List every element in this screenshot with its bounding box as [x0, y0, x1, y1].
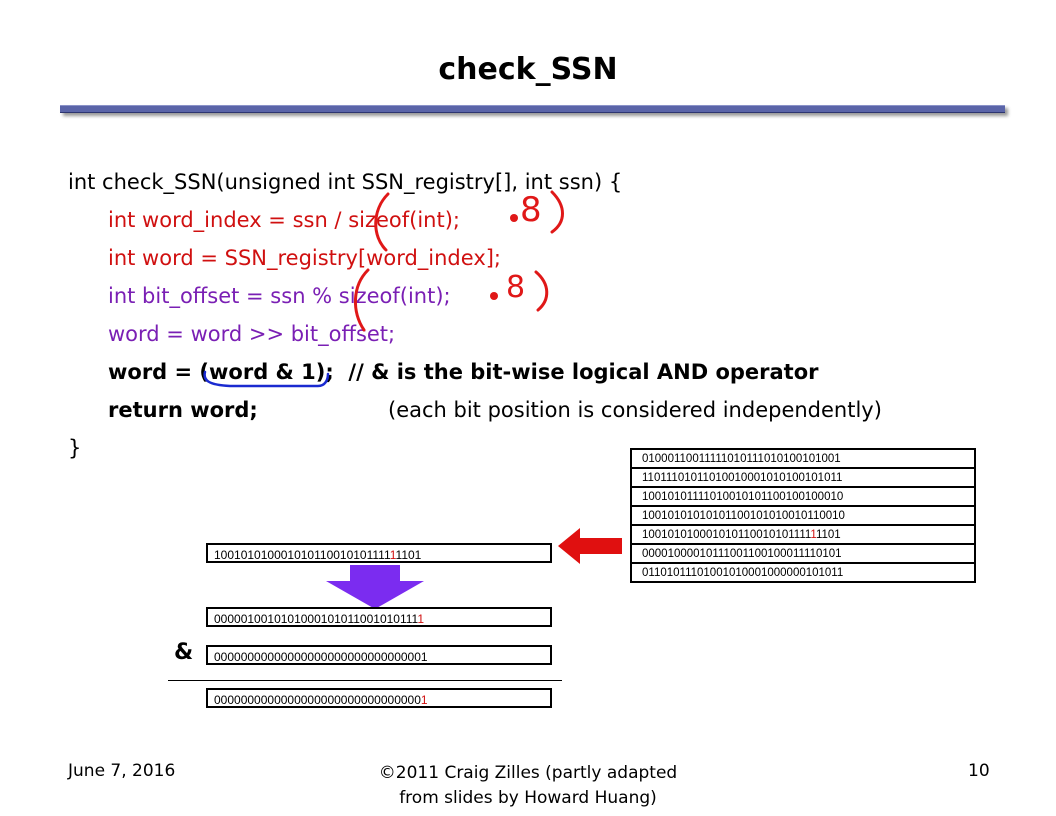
pen-paren-close-1: [550, 190, 564, 234]
pen-eight-2: 8: [506, 270, 526, 305]
bits-prefix: 100101010001010110010101111: [214, 548, 390, 562]
word-bits: 10010101000101011001010111111101: [206, 543, 552, 563]
pen-paren-open-1: [374, 192, 390, 252]
and-operator-symbol: &: [174, 640, 194, 665]
code-line-shift: word = word >> bit_offset;: [108, 322, 396, 346]
registry-row: 01000110011111010111010100101001: [630, 448, 976, 469]
highlighted-bit: 1: [420, 693, 428, 707]
ssn-registry-table: 01000110011111010111010100101001 1101110…: [630, 448, 976, 583]
footer-credit-line2: from slides by Howard Huang): [399, 788, 657, 808]
registry-row: 10010101111010010101100100100010: [630, 486, 976, 507]
registry-cell: 00001000010111001100100011110101: [630, 543, 976, 564]
mask-bits: 00000000000000000000000000000001: [206, 645, 552, 665]
shifted-word-bits: 00000100101010001010110010101111: [206, 607, 552, 627]
code-line-return: return word;: [108, 398, 258, 422]
registry-row: 11011101011010010001010100101011: [630, 467, 976, 488]
registry-cell: 01000110011111010111010100101001: [630, 448, 976, 469]
code-signature: int check_SSN(unsigned int SSN_registry[…: [68, 170, 623, 194]
bits-suffix: 1101: [395, 548, 422, 562]
result-bits: 00000000000000000000000000000001: [206, 688, 552, 708]
code-line-bit-offset: int bit_offset = ssn % sizeof(int);: [108, 284, 451, 308]
registry-row: 01101011101001010001000000101011: [630, 562, 976, 583]
code-line-word-index: int word_index = ssn / sizeof(int);: [108, 208, 460, 232]
pen-eight-1: 8: [520, 190, 542, 230]
bits-prefix: 100101010001010110010101111: [642, 528, 811, 541]
registry-cell: 10010101111010010101100100100010: [630, 486, 976, 507]
bits-prefix: 0000000000000000000000000000000: [214, 693, 421, 707]
registry-row: 00001000010111001100100011110101: [630, 543, 976, 564]
code-closing-brace: }: [68, 436, 82, 460]
code-and-expression: word = (word & 1);: [108, 360, 334, 384]
title-divider: [60, 105, 1005, 113]
code-line-and: word = (word & 1); // & is the bit-wise …: [108, 360, 819, 384]
result-separator: [168, 680, 562, 681]
pen-dot-1: [510, 214, 518, 222]
code-and-comment: // & is the bit-wise logical AND operato…: [348, 360, 819, 384]
registry-cell: 11011101011010010001010100101011: [630, 467, 976, 488]
bits-suffix: 1101: [815, 528, 841, 541]
pen-dot-2: [490, 292, 498, 300]
highlighted-bit: 1: [810, 528, 816, 541]
registry-row-selected: 10010101000101011001010111111101: [630, 524, 976, 545]
purple-down-arrow: [326, 565, 424, 609]
registry-cell: 10010101010101100101010010110010: [630, 505, 976, 526]
bits-prefix: 0000010010101000101011001010111: [214, 612, 418, 626]
highlighted-bit: 1: [417, 612, 425, 626]
registry-cell: 01101011101001010001000000101011: [630, 562, 976, 583]
slide-title: check_SSN: [438, 52, 618, 87]
footer-credit-line1: ©2011 Craig Zilles (partly adapted: [378, 763, 678, 783]
footer-credit: ©2011 Craig Zilles (partly adapted from …: [310, 761, 746, 811]
registry-row: 10010101010101100101010010110010: [630, 505, 976, 526]
pen-paren-open-2: [353, 268, 370, 332]
registry-cell-selected: 10010101000101011001010111111101: [630, 524, 976, 545]
highlighted-bit: 1: [389, 548, 396, 562]
footer-date: June 7, 2016: [68, 761, 176, 781]
pen-underline-and: [203, 370, 330, 388]
code-line-word: int word = SSN_registry[word_index];: [108, 246, 502, 270]
red-left-arrow: [558, 528, 622, 564]
code-return-note: (each bit position is considered indepen…: [388, 398, 882, 422]
page-number: 10: [968, 761, 990, 781]
pen-paren-close-2: [534, 270, 549, 312]
